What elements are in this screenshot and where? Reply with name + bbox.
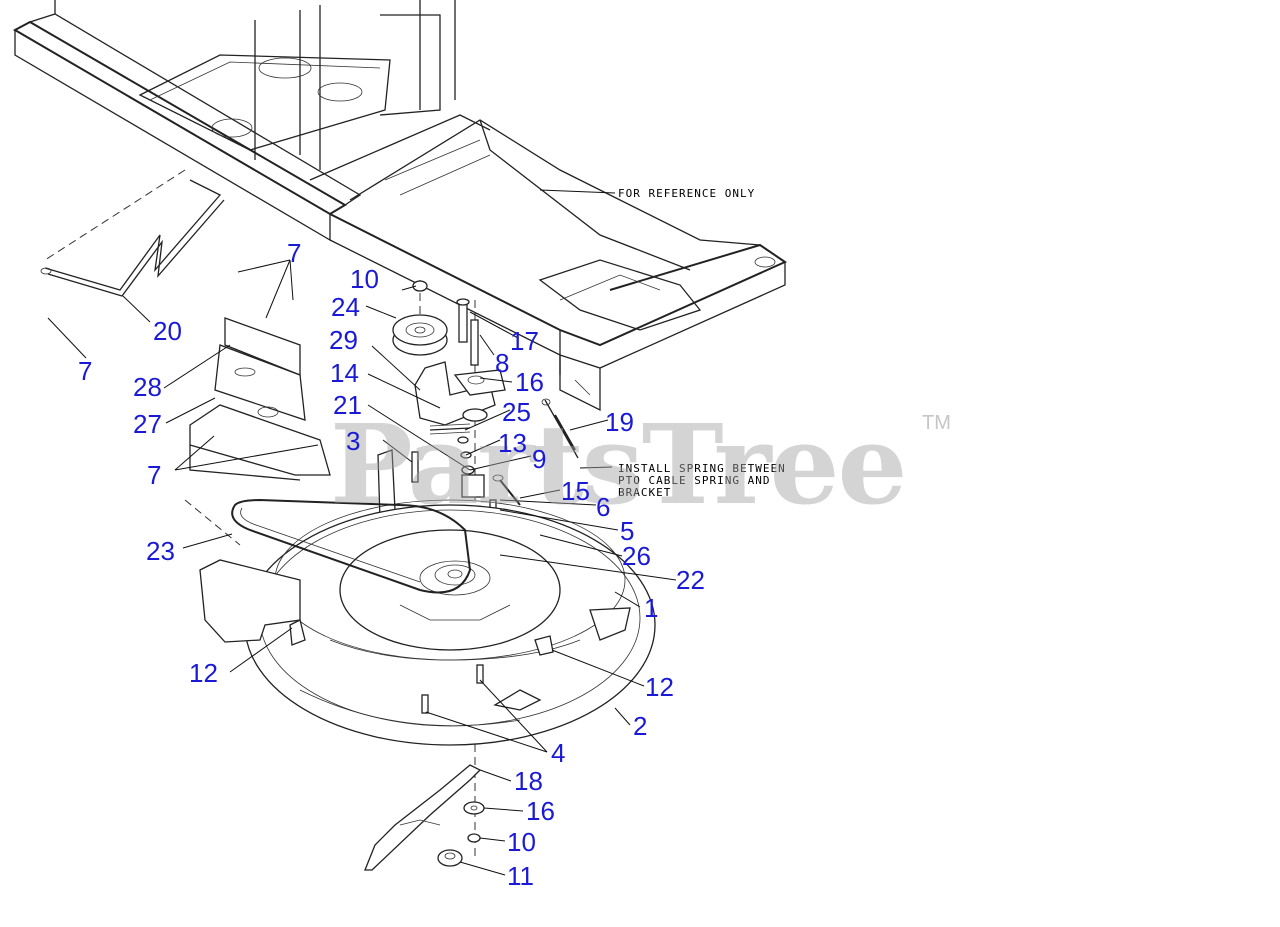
part-28-bracket <box>214 317 306 421</box>
part-18-blade <box>364 764 482 871</box>
tractor-frame <box>12 0 788 412</box>
callout-part-25[interactable]: 25 <box>502 397 531 427</box>
callout-part-19[interactable]: 19 <box>605 407 634 437</box>
callout-part-24[interactable]: 24 <box>331 292 360 322</box>
reference-leader <box>539 189 616 194</box>
part-23-belt <box>231 498 472 594</box>
watermark: PartsTree <box>330 400 908 529</box>
callout-part-7[interactable]: 7 <box>287 238 302 268</box>
callout-part-27[interactable]: 27 <box>133 409 162 439</box>
callout-part-21[interactable]: 21 <box>333 390 362 420</box>
callout-part-11[interactable]: 11 <box>507 861 534 891</box>
callout-part-10[interactable]: 10 <box>350 264 379 294</box>
note-reference-only: FOR REFERENCE ONLY <box>618 187 756 200</box>
callout-part-20[interactable]: 20 <box>153 316 182 346</box>
part-24-pulley <box>392 280 448 356</box>
callout-part-23[interactable]: 23 <box>146 536 175 566</box>
callout-part-29[interactable]: 29 <box>329 325 358 355</box>
callout-part-12[interactable]: 12 <box>645 672 674 702</box>
callout-part-3[interactable]: 3 <box>346 426 361 456</box>
watermark-trademark: TM <box>922 412 951 434</box>
callout-part-14[interactable]: 14 <box>330 358 359 388</box>
callout-part-8[interactable]: 8 <box>495 348 510 378</box>
note-install-line-2: PTO CABLE SPRING AND <box>618 474 771 487</box>
part-20-rod <box>40 179 225 297</box>
part-23-deflector <box>199 559 301 643</box>
callout-part-15[interactable]: 15 <box>561 476 590 506</box>
callout-part-4[interactable]: 4 <box>551 738 566 768</box>
part-29-idler-arm <box>414 361 506 426</box>
callout-part-16[interactable]: 16 <box>515 367 544 397</box>
part-25-spring <box>429 423 471 435</box>
part-1-deck <box>244 499 656 746</box>
callout-part-18[interactable]: 18 <box>514 766 543 796</box>
callout-part-10[interactable]: 10 <box>507 827 536 857</box>
callout-part-16[interactable]: 16 <box>526 796 555 826</box>
callout-part-13[interactable]: 13 <box>498 428 527 458</box>
callout-part-1[interactable]: 1 <box>644 593 659 623</box>
callout-part-12[interactable]: 12 <box>189 658 218 688</box>
part-17-8-bolts <box>456 298 479 366</box>
callout-part-17[interactable]: 17 <box>510 326 539 356</box>
blade-hardware <box>437 801 485 867</box>
callout-part-7[interactable]: 7 <box>78 356 93 386</box>
callout-part-28[interactable]: 28 <box>133 372 162 402</box>
part-27-bracket <box>189 404 331 481</box>
leader-lines <box>47 259 677 876</box>
note-install-line-3: BRACKET <box>618 486 672 499</box>
callout-part-9[interactable]: 9 <box>532 444 547 474</box>
callout-part-7[interactable]: 7 <box>147 460 162 490</box>
callout-part-2[interactable]: 2 <box>633 711 648 741</box>
callout-part-6[interactable]: 6 <box>596 492 611 522</box>
part-19-spring <box>541 398 579 459</box>
callout-part-22[interactable]: 22 <box>676 565 705 595</box>
callout-part-26[interactable]: 26 <box>622 541 651 571</box>
note-install-line-1: INSTALL SPRING BETWEEN <box>618 462 786 475</box>
callout-part-5[interactable]: 5 <box>620 516 635 546</box>
